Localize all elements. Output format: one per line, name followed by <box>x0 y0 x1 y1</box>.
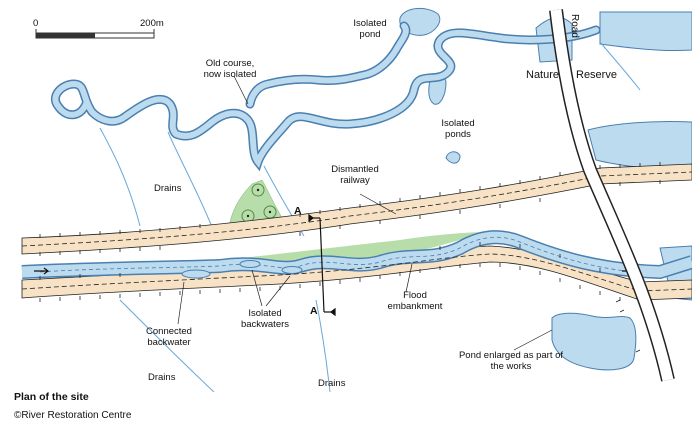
drains <box>99 41 641 393</box>
label-dismantled-railway: Dismantled railway <box>331 164 379 186</box>
caption-title: Plan of the site <box>14 391 89 403</box>
label-drains-bottom-mid: Drains <box>318 378 346 389</box>
label-nature-reserve-left: Nature <box>526 69 560 81</box>
isolated-backwater-1 <box>239 260 261 268</box>
river-channel <box>21 230 692 280</box>
label-section-bottom: A <box>310 305 318 317</box>
label-isolated-ponds: Isolated ponds <box>441 118 475 140</box>
section-line-a-a <box>308 213 336 317</box>
enlarged-pond <box>551 312 637 371</box>
isolated-pond-b <box>445 151 461 164</box>
flow-arrow-left <box>34 267 49 275</box>
label-pond-enlarged: Pond enlarged as part of the works <box>458 350 564 372</box>
reserve-water-right-top <box>599 11 692 52</box>
label-isolated-pond: Isolated pond <box>353 18 387 40</box>
label-nature-reserve-right: Reserve <box>576 69 617 81</box>
label-flood-embankment: Flood embankment <box>387 290 443 312</box>
label-drains-bottom-left: Drains <box>148 372 176 383</box>
scale-end-label: 200m <box>140 18 164 29</box>
road <box>549 9 675 382</box>
scale-zero-label: 0 <box>33 18 39 29</box>
scale-bar <box>35 29 155 39</box>
label-section-top: A <box>294 205 302 217</box>
label-drains-left: Drains <box>154 183 182 194</box>
label-connected-backwater: Connected backwater <box>146 326 192 348</box>
isolated-backwater-2 <box>281 266 303 274</box>
label-isolated-backwaters: Isolated backwaters <box>240 308 290 330</box>
reserve-water-right-mid <box>587 120 692 173</box>
label-old-course: Old course, now isolated <box>203 58 257 80</box>
label-road: Road <box>569 14 580 38</box>
old-course <box>50 21 601 172</box>
connected-backwater <box>181 269 211 279</box>
railway-embankment <box>21 163 692 255</box>
caption-credit: ©River Restoration Centre <box>14 410 132 421</box>
